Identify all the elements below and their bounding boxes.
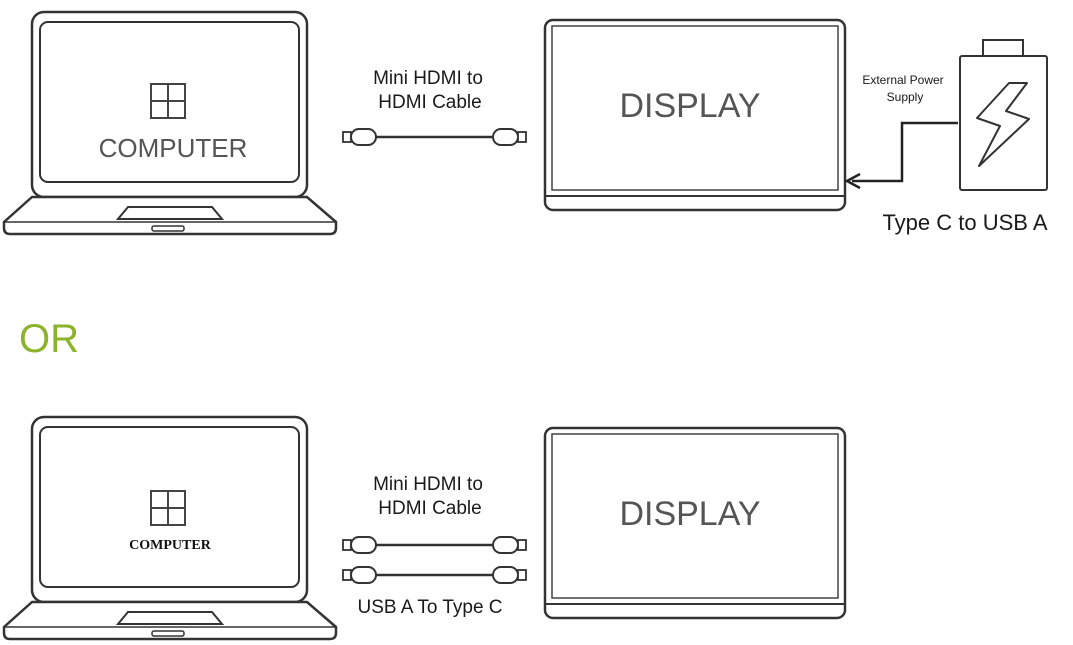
bottom-hdmi-cable (341, 535, 528, 555)
or-label: OR (19, 317, 79, 361)
top-display-label: DISPLAY (619, 87, 760, 125)
power-supply-label-line1: External Power (862, 73, 943, 87)
bottom-cable-label-line2: HDMI Cable (378, 498, 481, 519)
top-cable-label-line2: HDMI Cable (378, 92, 481, 113)
battery-lightning-icon (959, 39, 1048, 191)
top-cable-label-line1: Mini HDMI to (373, 68, 483, 89)
windows-logo-icon (150, 83, 186, 119)
power-cable-arrow (844, 121, 958, 190)
bottom-computer-label: COMPUTER (129, 538, 212, 553)
top-hdmi-cable (341, 127, 528, 147)
bottom-cable-label-line1: Mini HDMI to (373, 474, 483, 495)
top-computer-label: COMPUTER (99, 133, 248, 163)
windows-logo-icon (150, 490, 186, 526)
power-supply-label-line2: Supply (887, 90, 924, 104)
bottom-display-label: DISPLAY (619, 495, 760, 533)
bottom-computer (2, 415, 338, 641)
power-cable-label: Type C to USB A (882, 210, 1047, 235)
top-computer (2, 10, 338, 236)
bottom-usb-cable (341, 565, 528, 585)
bottom-usb-cable-label: USB A To Type C (357, 597, 502, 618)
